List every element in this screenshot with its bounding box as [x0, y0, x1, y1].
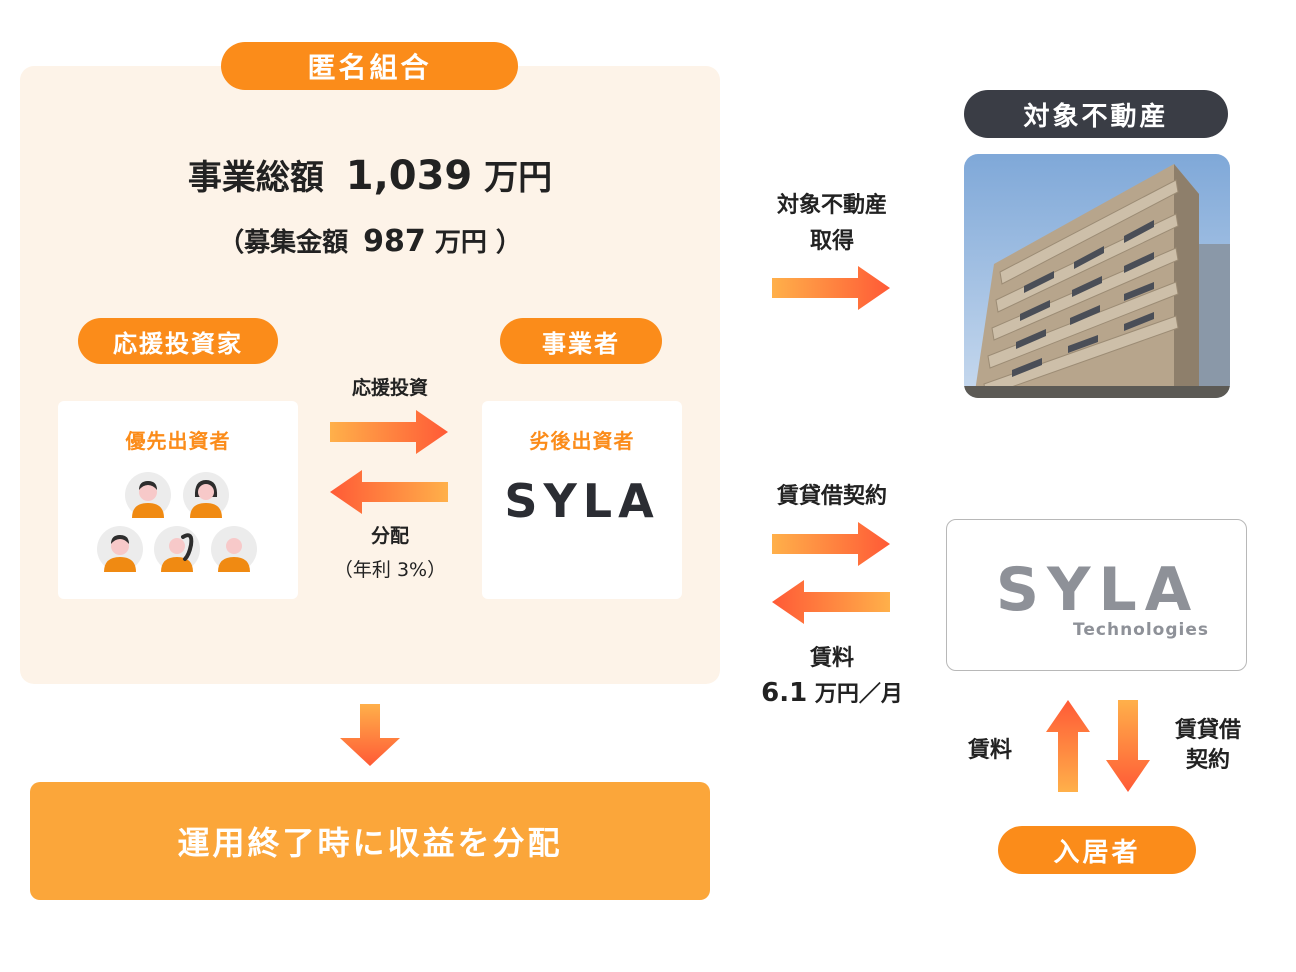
investor-pill-label: 応援投資家 — [113, 329, 243, 358]
person-icon — [154, 526, 200, 572]
acquire-arrow — [772, 266, 890, 310]
rent-label: 賃料 — [809, 646, 854, 671]
fund-total: 事業総額 1,039 万円 — [20, 150, 720, 199]
fund-total-unit: 万円 — [484, 158, 553, 198]
fund-raise-close: ） — [495, 228, 522, 258]
fund-title: 匿名組合 — [307, 51, 432, 84]
operator-pill: 事業者 — [500, 318, 662, 364]
fund-raise: （募集金額 987 万円 ） — [20, 222, 720, 259]
syla-logo: SYLA — [504, 474, 660, 528]
person-icon — [125, 472, 171, 518]
fund-raise-unit: 万円 — [434, 228, 487, 258]
property-pill-label: 対象不動産 — [1023, 101, 1169, 132]
building-photo — [964, 154, 1230, 398]
syla-tech-logo: SYLA — [995, 555, 1200, 625]
acquire-label-line1: 対象不動産 — [776, 193, 887, 218]
person-icon — [97, 526, 143, 572]
investor-card: 優先出資者 — [58, 401, 298, 599]
person-icon — [183, 472, 229, 518]
distribution-arrow — [330, 470, 448, 514]
rent-amount: 6.1 万円／月 — [722, 676, 942, 708]
rent-arrow — [772, 580, 890, 624]
syla-tech-sub: Technologies — [1073, 620, 1209, 640]
tenant-lease-line2: 契約 — [1185, 748, 1230, 773]
down-arrow — [340, 704, 400, 766]
acquire-label-line2: 取得 — [809, 229, 854, 254]
operator-card: 劣後出資者 SYLA — [482, 401, 682, 599]
rent-value: 6.1 — [761, 678, 808, 708]
distribution-label: 分配 — [370, 525, 409, 547]
investors-illustration — [97, 472, 257, 572]
tenant-rent-label: 賃料 — [967, 738, 1012, 763]
tenant-rent-arrow — [1046, 700, 1090, 792]
result-label: 運用終了時に収益を分配 — [177, 824, 563, 862]
fund-total-value: 1,039 — [345, 153, 473, 199]
lease-arrow — [772, 522, 890, 566]
invest-arrow — [330, 410, 448, 454]
operator-pill-label: 事業者 — [542, 329, 620, 358]
fund-title-pill: 匿名組合 — [221, 42, 518, 90]
distribution-rate: （年利 3%） — [333, 559, 447, 581]
tenant-lease-arrow — [1106, 700, 1150, 792]
tenant-lease-label: 賃貸借 契約 — [1160, 716, 1256, 776]
result-box: 運用終了時に収益を分配 — [30, 782, 710, 900]
fund-raise-open: （募集金額 — [218, 228, 349, 258]
investor-card-title: 優先出資者 — [125, 429, 231, 453]
tenant-lease-line1: 賃貸借 — [1174, 718, 1241, 743]
property-pill: 対象不動産 — [964, 90, 1228, 138]
lease-label: 賃貸借契約 — [776, 484, 887, 509]
syla-tech-card: SYLA Technologies — [946, 519, 1247, 671]
investor-pill: 応援投資家 — [78, 318, 278, 364]
acquire-label: 対象不動産 取得 — [752, 188, 912, 260]
operator-card-title: 劣後出資者 — [529, 429, 635, 453]
person-icon — [211, 526, 257, 572]
rent-unit: 万円／月 — [814, 682, 903, 707]
tenant-pill: 入居者 — [998, 826, 1196, 874]
fund-raise-value: 987 — [363, 224, 426, 259]
invest-label: 応援投資 — [351, 377, 428, 399]
tenant-pill-label: 入居者 — [1053, 837, 1141, 868]
fund-total-label: 事業総額 — [187, 158, 324, 198]
